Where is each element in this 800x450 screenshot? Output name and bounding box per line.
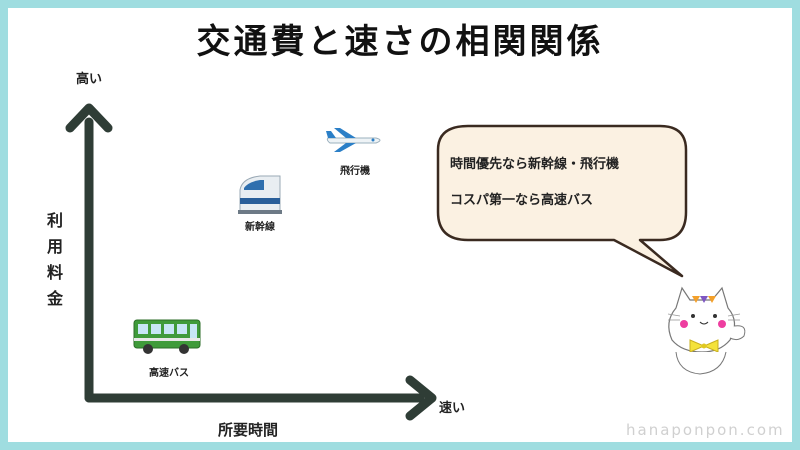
page-title: 交通費と速さの相関関係 bbox=[196, 22, 604, 62]
y-axis-title-char: 金 bbox=[46, 289, 63, 308]
speech-bubble bbox=[436, 124, 688, 278]
x-axis-right-label: 速い bbox=[439, 401, 466, 416]
y-axis-title-char: 料 bbox=[46, 263, 63, 282]
axes bbox=[65, 103, 437, 421]
cat-mascot-icon bbox=[667, 286, 746, 375]
x-axis-title: 所要時間 bbox=[218, 421, 279, 439]
bus-label: 高速バス bbox=[149, 368, 189, 379]
watermark: hanaponpon.com bbox=[626, 421, 785, 439]
y-axis-title-char: 利 bbox=[46, 211, 63, 230]
y-axis-top-label: 高い bbox=[76, 72, 103, 87]
bus-icon bbox=[133, 319, 201, 354]
y-axis-title: 利 用 料 金 bbox=[43, 208, 67, 312]
y-axis-arrowhead bbox=[65, 103, 113, 133]
bullet-train-icon bbox=[238, 175, 282, 214]
bubble-line-2: コスパ第一なら高速バス bbox=[450, 193, 594, 208]
airplane-icon bbox=[326, 128, 381, 152]
y-axis-title-char: 用 bbox=[46, 237, 63, 256]
bubble-line-1: 時間優先なら新幹線・飛行機 bbox=[450, 157, 620, 172]
bullet-train-label: 新幹線 bbox=[245, 222, 275, 233]
x-axis-arrowhead bbox=[405, 375, 437, 421]
airplane-label: 飛行機 bbox=[340, 166, 370, 177]
